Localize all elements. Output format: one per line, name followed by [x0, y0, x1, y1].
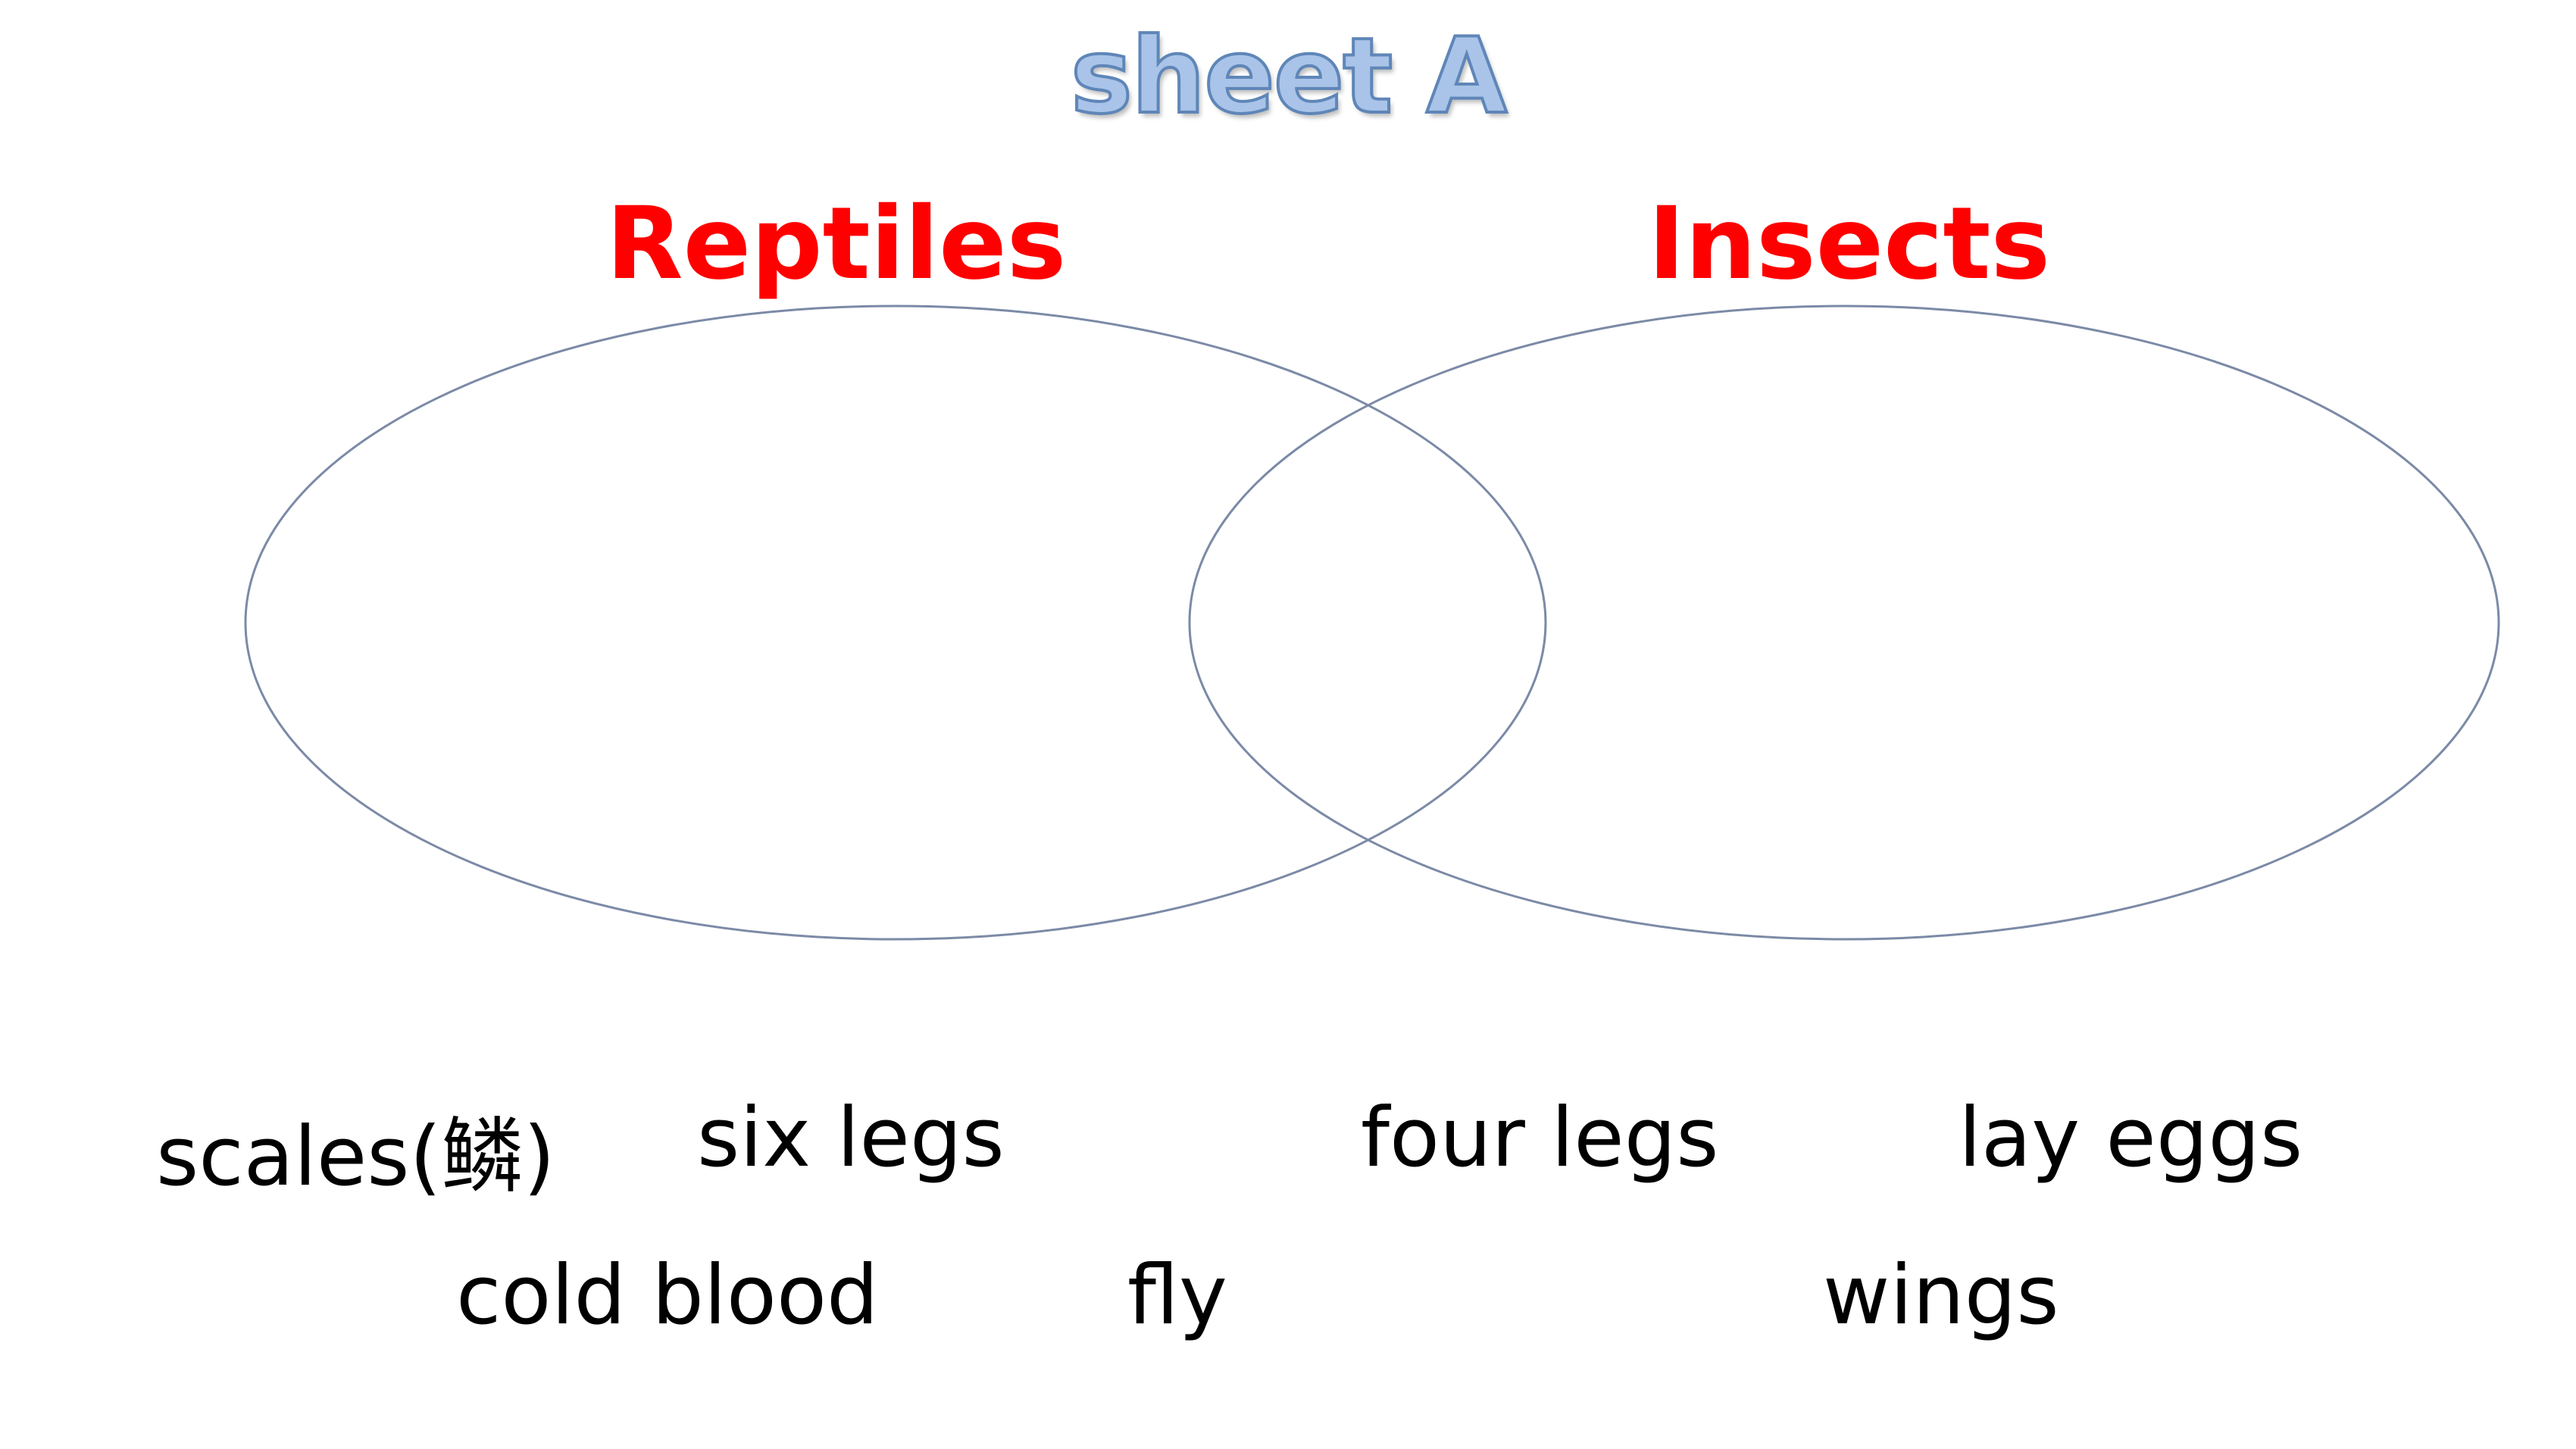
- word-lay-eggs[interactable]: lay eggs: [1959, 1091, 2303, 1185]
- word-four-legs[interactable]: four legs: [1361, 1091, 1719, 1185]
- insects-label: Insects: [1648, 186, 2051, 302]
- word-cold-blood[interactable]: cold blood: [456, 1248, 879, 1343]
- word-six-legs[interactable]: six legs: [697, 1091, 1005, 1185]
- word-wings[interactable]: wings: [1823, 1248, 2059, 1343]
- word-fly[interactable]: fly: [1127, 1248, 1227, 1343]
- reptiles-label: Reptiles: [606, 186, 1067, 302]
- insects-circle: [1188, 304, 2500, 941]
- sheet-title: sheet A: [1069, 14, 1508, 139]
- word-scales[interactable]: scales(鳞): [156, 1110, 555, 1204]
- reptiles-circle: [244, 304, 1547, 941]
